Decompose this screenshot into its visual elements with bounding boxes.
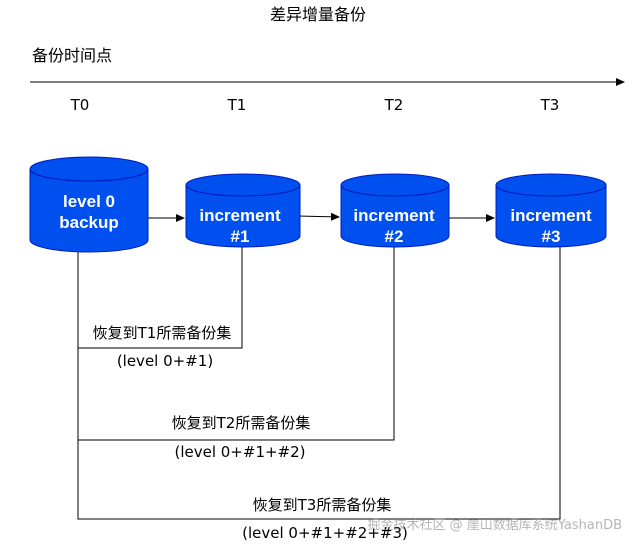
drum-increment-2-line2: #2	[384, 227, 404, 246]
drum-increment-2-line1: increment	[353, 206, 435, 225]
drum-increment-3-line1: increment	[510, 206, 592, 225]
drum-level0	[29, 156, 149, 253]
diagram-title: 差异增量备份	[269, 5, 367, 24]
restore-t3-caption: 恢复到T3所需备份集	[252, 496, 392, 514]
drum-increment-3	[495, 173, 607, 248]
tick-label-t2: T2	[384, 96, 404, 114]
restore-bracket-t3	[77, 246, 561, 520]
drum-increment-2	[340, 173, 450, 248]
drum-level0-line2: backup	[59, 213, 119, 232]
drum-level0-line1: level 0	[63, 192, 115, 211]
tick-label-t1: T1	[227, 96, 247, 114]
drum-increment-3-label: increment #3	[510, 205, 591, 247]
drum-increment-1-line2: #1	[230, 227, 250, 246]
tick-label-t3: T3	[540, 96, 560, 114]
drum-level0-label: level 0 backup	[59, 191, 119, 233]
restore-t3-formula: (level 0+#1+#2+#3)	[242, 524, 408, 542]
tick-label-t0: T0	[70, 96, 90, 114]
restore-t1-caption: 恢复到T1所需备份集	[92, 324, 232, 342]
restore-t1-formula: (level 0+#1)	[116, 352, 214, 370]
drum-increment-1	[185, 173, 301, 248]
restore-bracket-t2	[77, 246, 395, 441]
watermark: 掘金技术社区 @ 崖山数据库系统YashanDB	[367, 518, 622, 533]
drum-increment-1-line1: increment	[199, 206, 281, 225]
restore-t2-formula: (level 0+#1+#2)	[174, 443, 306, 461]
timeline-label: 备份时间点	[32, 46, 113, 65]
restore-t2-caption: 恢复到T2所需备份集	[171, 414, 311, 432]
restore-bracket-t1	[77, 246, 243, 349]
drum-increment-1-label: increment #1	[199, 205, 280, 247]
drum-increment-2-label: increment #2	[353, 205, 434, 247]
arrow-inc1-to-inc2	[297, 212, 340, 221]
drum-increment-3-line2: #3	[541, 227, 561, 246]
